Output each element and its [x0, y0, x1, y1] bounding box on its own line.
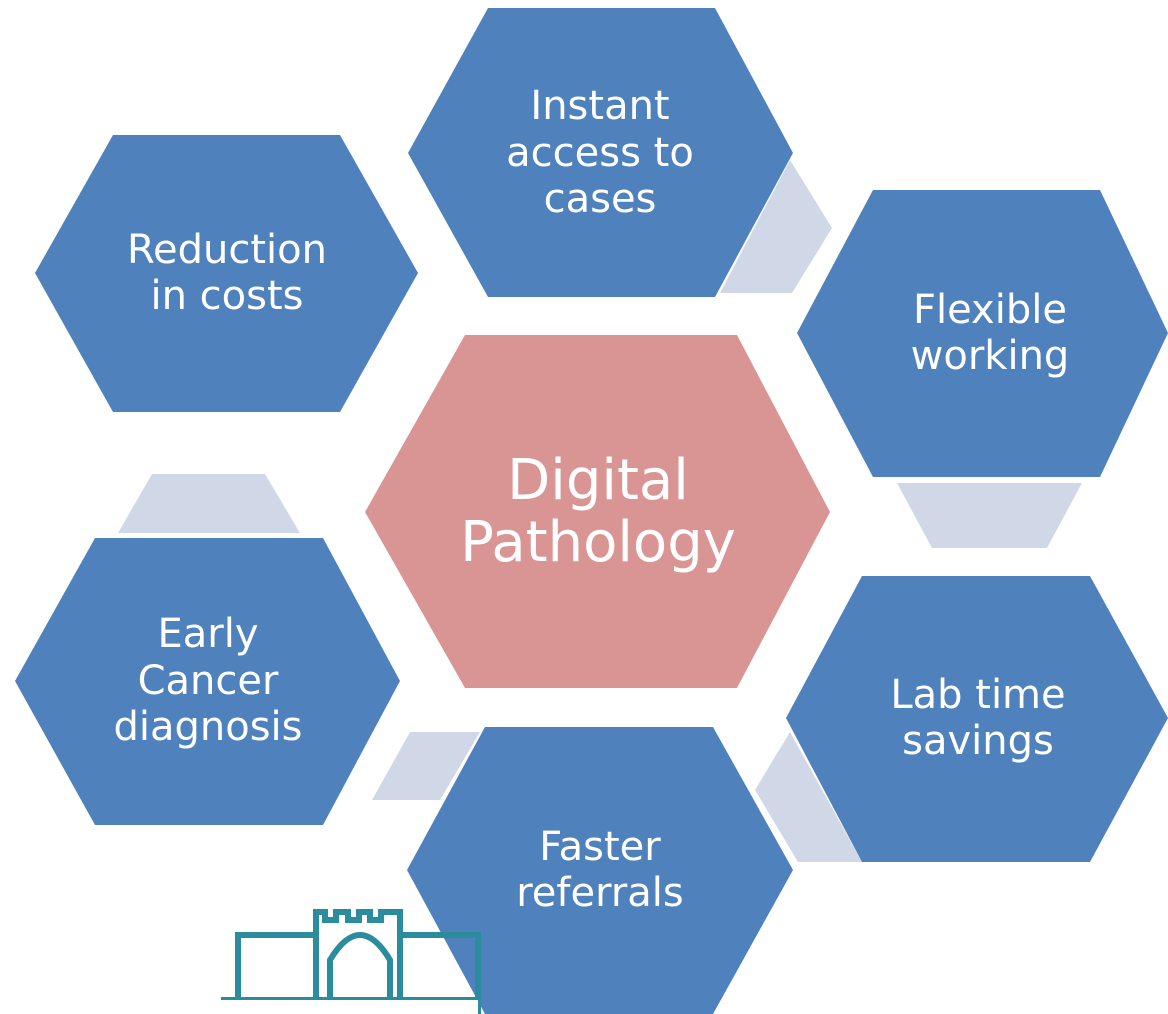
node-label-instant-access: Instant access to cases: [506, 83, 694, 223]
hexagon-instant-access: [408, 8, 793, 297]
center-label-digital-pathology: Digital Pathology: [460, 448, 736, 575]
hexagon-faster-referrals: [407, 727, 793, 1014]
hexagon-digital-pathology: [365, 335, 830, 688]
hexagon-lab-time: [786, 576, 1168, 862]
hexagon-early-cancer: [15, 538, 400, 825]
node-label-lab-time: Lab time savings: [890, 671, 1066, 764]
connector-early-reduction: [118, 474, 300, 533]
connector-faster-early: [372, 732, 480, 800]
connector-instant-flexible: [720, 160, 832, 293]
node-label-reduction-in-costs: Reduction in costs: [127, 226, 327, 319]
hexagon-reduction-in-costs: [35, 135, 418, 412]
node-label-early-cancer: Early Cancer diagnosis: [113, 611, 303, 751]
connector-lab-faster: [755, 732, 862, 862]
logo-base-fill: [106, 1000, 478, 1014]
connector-flexible-lab: [897, 483, 1082, 548]
node-label-flexible-working: Flexible working: [910, 286, 1070, 379]
hexagon-flexible-working: [797, 190, 1168, 477]
node-label-faster-referrals: Faster referrals: [516, 823, 684, 916]
